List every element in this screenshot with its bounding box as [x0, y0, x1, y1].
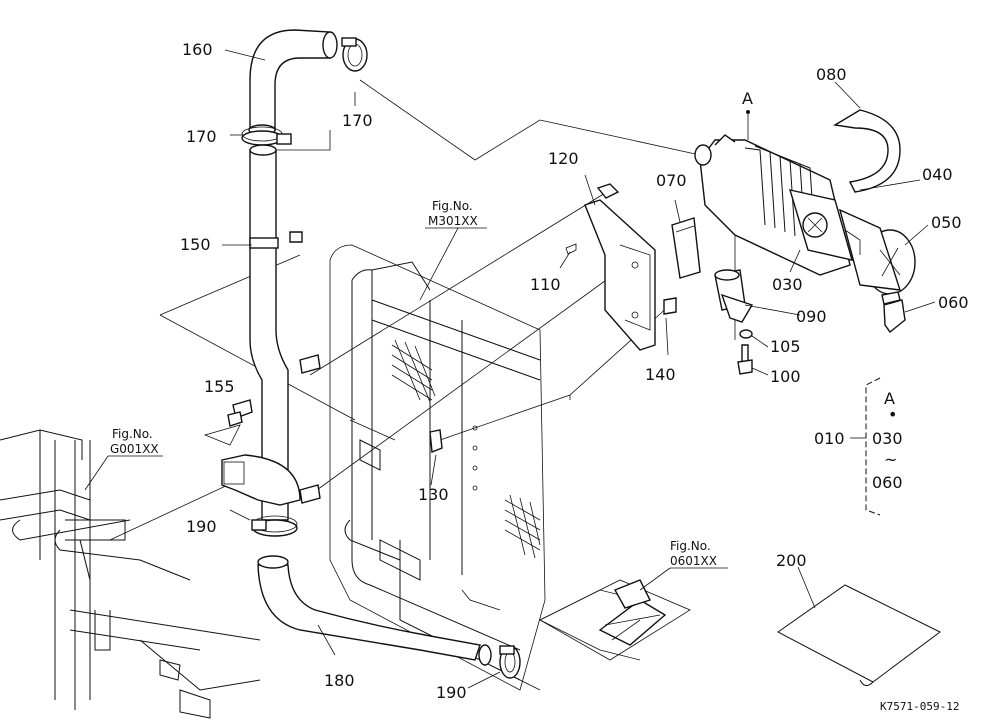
cover-050	[838, 208, 916, 295]
fig-ref-m301-title: Fig.No.	[432, 199, 473, 213]
label-170-lower: 170	[186, 127, 217, 146]
fig-ref-g001-code: G001XX	[110, 442, 159, 456]
valve-060	[881, 291, 906, 334]
label-130: 130	[418, 485, 449, 504]
label-040: 040	[922, 165, 953, 184]
label-180: 180	[324, 671, 355, 690]
label-140: 140	[645, 365, 676, 384]
note-assembly: 010	[814, 429, 845, 448]
label-105: 105	[770, 337, 801, 356]
radiator-grille-upper	[391, 339, 436, 403]
label-155: 155	[204, 377, 235, 396]
label-050: 050	[931, 213, 962, 232]
muffler-part-0601	[539, 579, 691, 661]
note-range-end: 060	[872, 473, 903, 492]
label-a-mark: A	[742, 89, 753, 108]
radiator-frame	[329, 244, 546, 691]
rubber-pad-070	[671, 217, 701, 279]
washer-105	[739, 329, 753, 339]
label-170-upper: 170	[342, 111, 373, 130]
fig-ref-0601-title: Fig.No.	[670, 539, 711, 553]
label-100: 100	[770, 367, 801, 386]
intake-pipe-150	[221, 144, 301, 521]
label-200: 200	[776, 551, 807, 570]
radiator-grille-lower	[504, 494, 541, 559]
fig-ref-0601-code: 0601XX	[670, 554, 717, 568]
label-120: 120	[548, 149, 579, 168]
lower-hose-180	[257, 555, 492, 666]
label-190-lower: 190	[436, 683, 467, 702]
hose-adapter-090	[714, 269, 754, 323]
hose-clamp-190-upper	[251, 515, 298, 537]
bracket-120	[584, 199, 656, 351]
label-060: 060	[938, 293, 969, 312]
hose-clamp-170-upper	[341, 37, 368, 72]
fitting-155	[227, 399, 253, 427]
bolt-100	[737, 344, 753, 375]
label-150: 150	[180, 235, 211, 254]
element-040	[788, 189, 853, 261]
elbow-hose-160	[248, 29, 338, 136]
band-080	[832, 109, 901, 193]
chassis-frame	[0, 429, 261, 719]
pipe-bolts	[289, 183, 677, 504]
label-030: 030	[772, 275, 803, 294]
sheet-200	[777, 584, 941, 686]
label-leaders	[84, 49, 936, 689]
fig-ref-g001-title: Fig.No.	[112, 427, 153, 441]
note-dot: •	[888, 405, 897, 424]
assembly-note	[850, 377, 881, 516]
label-160: 160	[182, 40, 213, 59]
label-090: 090	[796, 307, 827, 326]
label-080: 080	[816, 65, 847, 84]
note-marker: A	[884, 389, 895, 408]
label-110: 110	[530, 275, 561, 294]
drawing-code: K7571-059-12	[880, 700, 959, 713]
clip-110	[565, 243, 577, 255]
note-range-start: 030	[872, 429, 903, 448]
label-070: 070	[656, 171, 687, 190]
label-190-upper: 190	[186, 517, 217, 536]
note-tilde: ~	[884, 450, 897, 469]
fig-ref-m301-code: M301XX	[428, 214, 478, 228]
hose-clamp-190-lower	[499, 645, 521, 679]
